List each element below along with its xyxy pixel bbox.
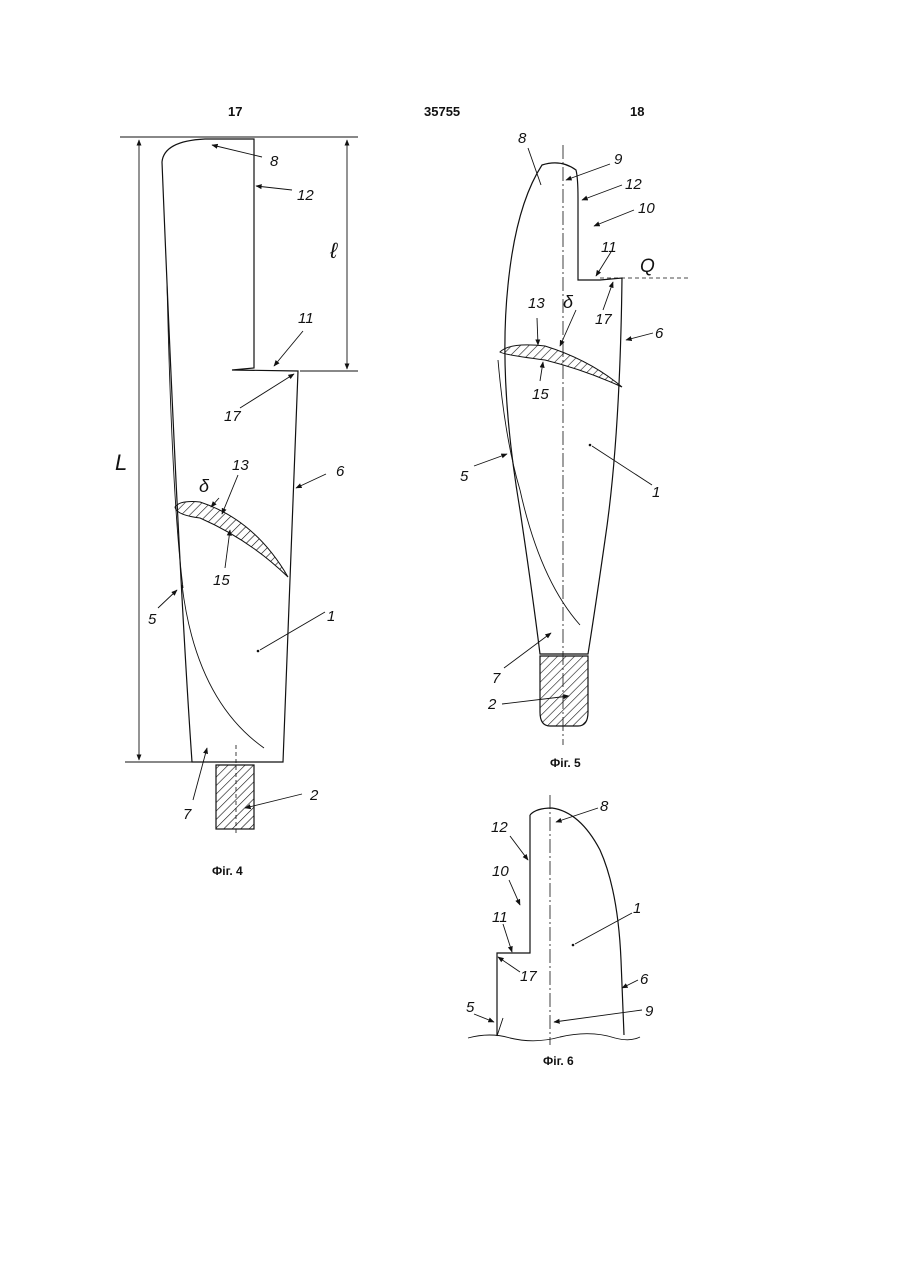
fig5-label-12: 12 (625, 176, 642, 193)
fig5-label-6: 6 (655, 325, 664, 342)
fig4-caption: Фіг. 4 (212, 864, 243, 878)
fig6-label-6: 6 (640, 971, 649, 988)
fig4-label-12: 12 (297, 187, 314, 204)
fig4-label-5: 5 (148, 611, 157, 628)
fig5-label-11: 11 (601, 239, 617, 256)
fig4-label-6: 6 (336, 463, 345, 480)
fig6-label-17: 17 (520, 968, 537, 985)
fig5-label-17: 17 (595, 311, 612, 328)
fig5-caption: Фіг. 5 (550, 756, 581, 770)
fig5-label-Q: Q (640, 256, 655, 277)
fig5-label-5: 5 (460, 468, 469, 485)
fig4-label-15: 15 (213, 572, 230, 589)
fig4-label-2: 2 (309, 787, 319, 804)
fig6-label-9: 9 (645, 1003, 654, 1020)
fig5-label-7: 7 (492, 670, 501, 687)
fig4-label-l: ℓ (329, 238, 338, 263)
fig4-label-1: 1 (327, 608, 335, 625)
fig4-label-delta: δ (199, 476, 210, 496)
fig4-label-7: 7 (183, 806, 192, 823)
fig6-label-8: 8 (600, 798, 609, 815)
fig5-label-13: 13 (528, 295, 545, 312)
fig5-label-delta: δ (563, 292, 574, 312)
fig6-label-10: 10 (492, 863, 509, 880)
fig5-label-2: 2 (487, 696, 497, 713)
figure-6-drawing: 12 8 10 1 11 17 6 5 9 (466, 795, 654, 1045)
fig5-label-9: 9 (614, 151, 623, 168)
figure-5-drawing: 8 9 12 10 11 Q 17 6 13 δ 15 5 1 7 2 (460, 130, 690, 745)
fig6-label-1: 1 (633, 900, 641, 917)
fig5-label-1: 1 (652, 484, 660, 501)
figure-4-drawing: 8 12 ℓ 11 17 L 13 δ 6 15 5 1 7 2 (115, 137, 358, 835)
fig4-label-11: 11 (298, 310, 314, 327)
fig4-label-8: 8 (270, 153, 279, 170)
fig5-label-8: 8 (518, 130, 527, 147)
fig6-label-5: 5 (466, 999, 475, 1016)
fig5-label-10: 10 (638, 200, 655, 217)
fig5-label-15: 15 (532, 386, 549, 403)
fig4-label-17: 17 (224, 408, 241, 425)
fig6-label-11: 11 (492, 909, 508, 926)
fig4-label-L: L (115, 450, 127, 475)
fig6-caption: Фіг. 6 (543, 1054, 574, 1068)
fig4-label-13: 13 (232, 457, 249, 474)
fig6-label-12: 12 (491, 819, 508, 836)
